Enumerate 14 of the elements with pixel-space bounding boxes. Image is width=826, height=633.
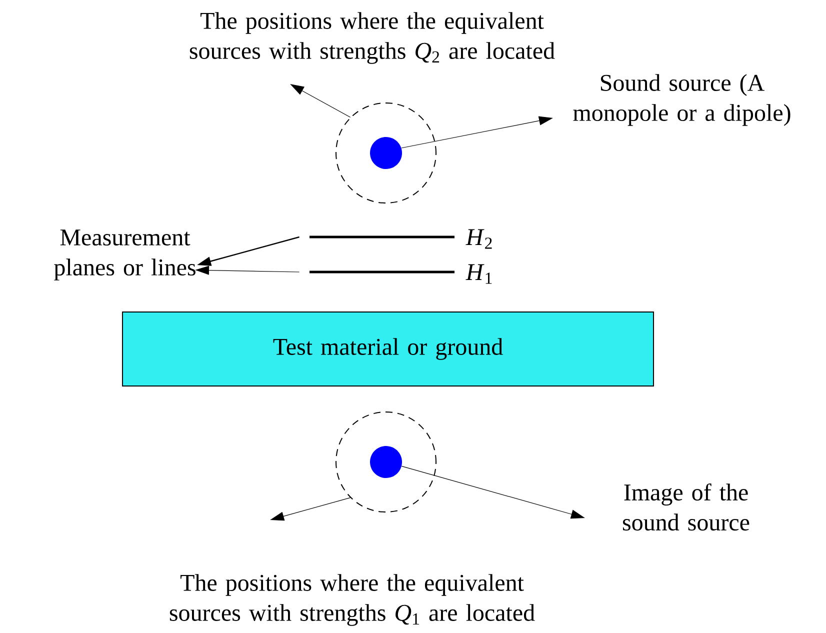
- callout-text: Sound source (A monopole or a dipole): [573, 74, 790, 126]
- line-label: H$_{2}$: [466, 229, 492, 249]
- material-box: Test material or ground: [122, 312, 654, 386]
- dashed-circle: [336, 102, 436, 204]
- callout-text: Measurement planes or lines: [54, 230, 196, 280]
- callout-text: The positions where the equivalent sources with strengths Q$_{1}$ are located: [170, 574, 535, 626]
- measurement-line: [310, 236, 454, 238]
- source-dot: [370, 137, 402, 169]
- line-label: H$_{1}$: [466, 264, 492, 284]
- measurement-line: [310, 270, 454, 274]
- dashed-circle: [336, 412, 436, 512]
- source-dot: [370, 446, 402, 478]
- callout-text: Image of the sound source: [623, 483, 750, 531]
- callout-text: The positions where the equivalent sources with strengths Q$_{2}$ are located: [190, 12, 555, 64]
